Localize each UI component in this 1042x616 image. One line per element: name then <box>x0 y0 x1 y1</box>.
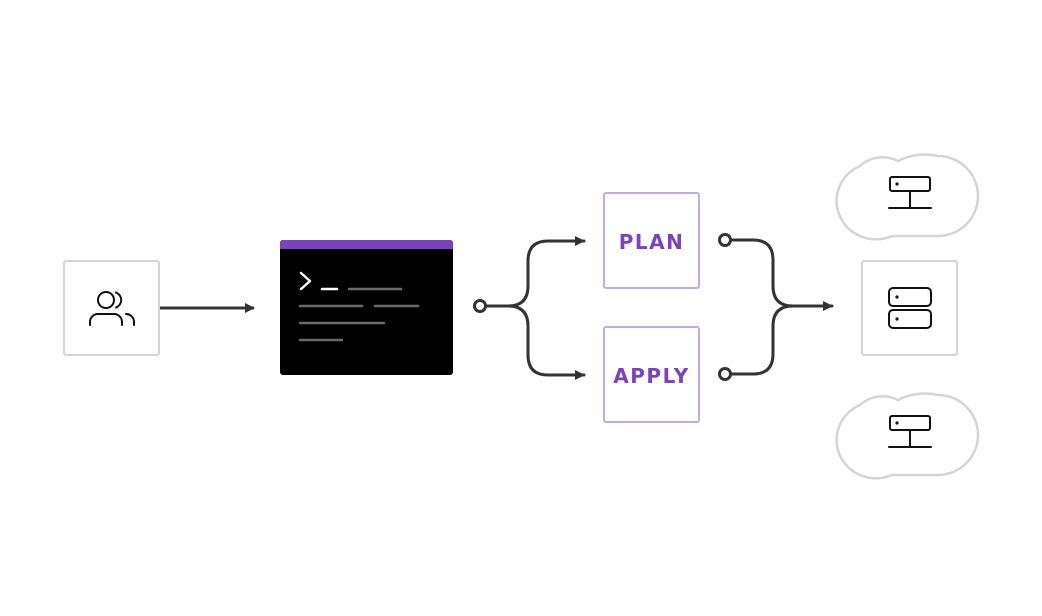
apply-stage: APPLY <box>603 326 700 423</box>
apply-output-port <box>718 367 732 381</box>
fork-connector <box>484 236 586 380</box>
cloud-shape <box>835 392 980 480</box>
prompt-icon <box>299 271 339 291</box>
arrow-to-plan <box>506 236 586 308</box>
plan-stage: PLAN <box>603 192 700 289</box>
arrow-to-apply <box>506 304 586 380</box>
fork-origin-port <box>473 299 487 313</box>
terminal-output-lines <box>298 287 420 342</box>
terminal-title-bar <box>280 240 453 249</box>
cloud-shape <box>835 153 980 241</box>
cloud-target-bottom <box>835 392 980 480</box>
cloud-target-top <box>835 153 980 241</box>
users-node <box>63 260 160 356</box>
terminal-body <box>280 240 453 375</box>
server-target <box>861 260 958 356</box>
terminal-window <box>280 240 453 375</box>
cloud-server-icon <box>888 176 932 209</box>
plan-label: PLAN <box>619 230 685 254</box>
users-box <box>63 260 160 356</box>
merge-connector <box>729 238 834 376</box>
server-stack-icon <box>888 287 932 329</box>
plan-box <box>603 192 700 289</box>
apply-label: APPLY <box>613 364 689 388</box>
plan-output-port <box>718 233 732 247</box>
cloud-server-icon <box>888 415 932 448</box>
users-icon <box>89 291 135 326</box>
server-box <box>861 260 958 356</box>
apply-box <box>603 326 700 423</box>
